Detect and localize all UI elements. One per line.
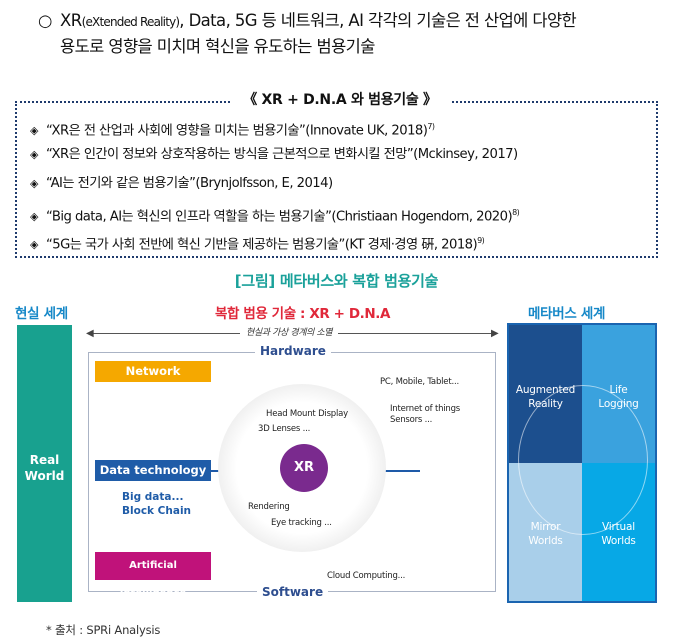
network-box: Network xyxy=(95,361,211,382)
figure-caption: [그림] 메타버스와 복합 범용기술 xyxy=(234,272,439,290)
real-world-text: Real World xyxy=(24,453,65,483)
list-item: ◈“XR은 인간이 정보와 상호작용하는 방식을 근본적으로 변화시킬 전망”(… xyxy=(30,147,518,162)
label-lenses: 3D Lenses ... xyxy=(258,424,311,434)
metaverse-frame xyxy=(507,323,657,603)
label-iot: Internet of things xyxy=(390,404,461,414)
software-label: Software xyxy=(257,585,329,599)
diamond-bullet-icon: ◈ xyxy=(30,124,38,138)
intro-line-1: XR(eXtended Reality), Data, 5G 등 네트워크, A… xyxy=(60,11,577,30)
arrow-right-icon: ▶ xyxy=(491,328,499,339)
label-eye-tracking: Eye tracking ... xyxy=(271,518,332,528)
quote-box-title: 《 XR + D.N.A 와 범용기술 》 xyxy=(230,89,450,111)
label-pc: PC, Mobile, Tablet... xyxy=(380,377,459,387)
circle-bullet-icon: ○ xyxy=(38,11,52,30)
diamond-bullet-icon: ◈ xyxy=(30,148,38,161)
source-note: * 출처 : SPRi Analysis xyxy=(46,623,161,637)
diamond-bullet-icon: ◈ xyxy=(30,177,38,190)
ai-box: Artificial Intelligence xyxy=(95,552,211,599)
hardware-label: Hardware xyxy=(255,344,331,358)
label-rendering: Rendering xyxy=(248,502,290,512)
real-world-label: 현실 세계 xyxy=(15,306,68,322)
arrow-left-icon: ◀ xyxy=(86,328,94,339)
boundary-arrow-label: 현실과 가상 경계의 소멸 xyxy=(240,325,339,338)
label-sensors: Sensors ... xyxy=(390,415,433,425)
compound-tech-label: 복합 범용 기술 : XR + D.N.A xyxy=(215,306,391,322)
intro-line-2: 용도로 영향을 미치며 혁신을 유도하는 범용기술 xyxy=(60,37,375,56)
diamond-bullet-icon: ◈ xyxy=(30,238,38,252)
data-tech-sub: Big data... Block Chain xyxy=(122,491,192,517)
list-item: ◈“XR은 전 산업과 사회에 영향을 미치는 범용기술”(Innovate U… xyxy=(30,122,435,139)
diamond-bullet-icon: ◈ xyxy=(30,210,38,224)
list-item: ◈“5G는 국가 사회 전반에 혁신 기반을 제공하는 범용기술”(KT 경제·… xyxy=(30,236,485,253)
xr-core: XR xyxy=(280,444,328,492)
list-item: ◈“AI는 전기와 같은 범용기술”(Brynjolfsson, E, 2014… xyxy=(30,176,333,191)
list-item: ◈“Big data, AI는 혁신의 인프라 역할을 하는 범용기술”(Chr… xyxy=(30,208,520,225)
label-cloud: Cloud Computing... xyxy=(327,571,406,581)
metaverse-world-label: 메타버스 세계 xyxy=(528,306,606,322)
data-technology-box: Data technology xyxy=(95,460,211,481)
label-hmd: Head Mount Display xyxy=(266,409,349,419)
real-world-bar xyxy=(17,325,72,602)
cycle-ring xyxy=(518,385,648,535)
